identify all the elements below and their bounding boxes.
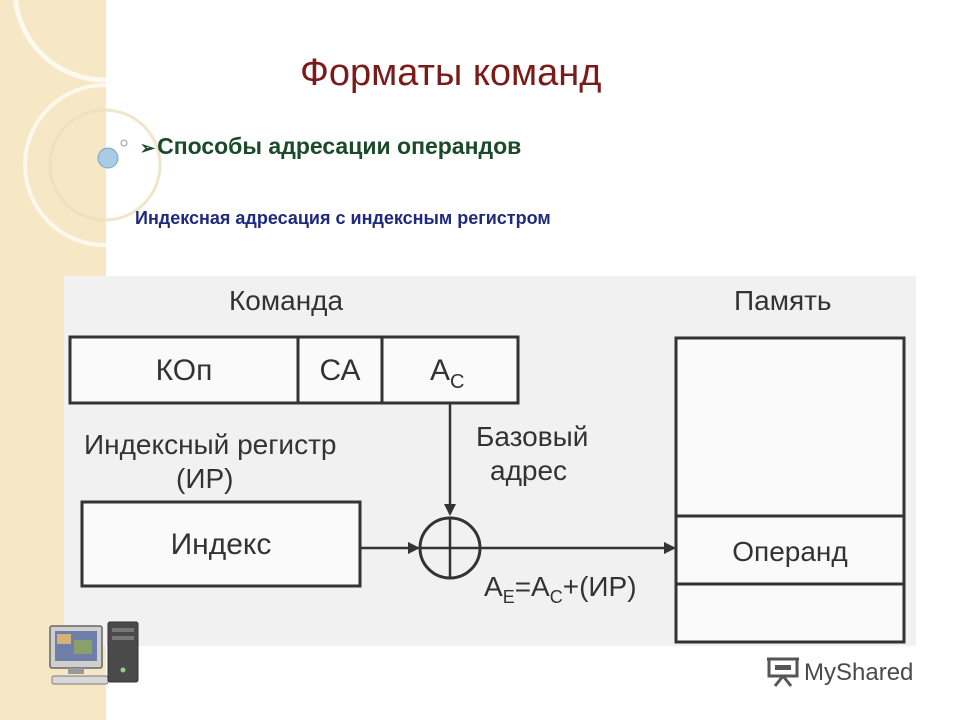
presentation-icon bbox=[767, 657, 799, 687]
bullet-item: ➢Способы адресации операндов bbox=[140, 133, 521, 160]
base-address-label-2: адрес bbox=[490, 455, 567, 486]
decorative-circles bbox=[13, 0, 197, 247]
index-register-abbr: (ИР) bbox=[176, 463, 233, 494]
slide-subtitle: Индексная адресация с индексным регистро… bbox=[135, 208, 551, 228]
ac-field: АС bbox=[430, 354, 464, 393]
ca-field: СА bbox=[319, 354, 360, 387]
command-label: Команда bbox=[229, 285, 344, 316]
blue-dot-icon bbox=[97, 147, 119, 169]
effective-address-formula: АЕ=АС+(ИР) bbox=[484, 571, 637, 607]
command-box bbox=[68, 335, 520, 405]
opcode-field: КОп bbox=[156, 354, 213, 387]
computer-icon bbox=[49, 621, 139, 685]
watermark-text: MyShared bbox=[804, 659, 914, 686]
memory-label: Память bbox=[734, 285, 832, 316]
index-box bbox=[80, 500, 362, 588]
diagram-svg: Команда Память КОп СА АС Индексный регис… bbox=[68, 285, 906, 644]
watermark: MyShared bbox=[766, 654, 913, 693]
addressing-diagram: Команда Память КОп СА АС Индексный регис… bbox=[64, 276, 916, 646]
operand-cell: Операнд bbox=[732, 536, 847, 567]
memory-block bbox=[674, 336, 906, 644]
index-register-label: Индексный регистр bbox=[84, 429, 336, 460]
index-box-label: Индекс bbox=[171, 528, 272, 561]
bullet-text: Способы адресации операндов bbox=[157, 133, 522, 159]
arrow-bullet-icon: ➢ bbox=[140, 138, 156, 158]
base-address-label: Базовый bbox=[476, 421, 588, 452]
slide-title: Форматы команд bbox=[300, 52, 602, 94]
